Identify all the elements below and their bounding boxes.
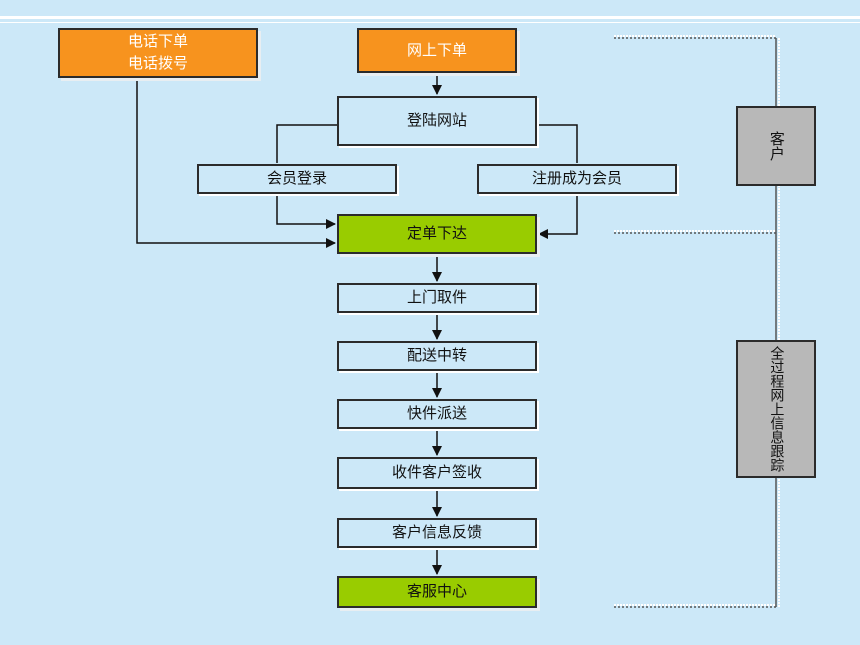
arrow-phone-to-order <box>136 77 336 248</box>
member-login-label: 会员登录 <box>266 169 327 188</box>
order-issued-box: 定单下达 <box>337 214 537 254</box>
phone-order-label-1: 电话下单 <box>127 32 188 51</box>
register-member-box: 注册成为会员 <box>477 164 677 194</box>
line-login-to-member <box>276 124 337 163</box>
tracking-side-label: 全过程网上信息跟踪 <box>768 346 785 472</box>
delivery-label: 快件派送 <box>406 404 467 423</box>
transfer-box: 配送中转 <box>337 341 537 371</box>
service-center-label: 客服中心 <box>406 582 467 601</box>
sign-box: 收件客户签收 <box>337 457 537 489</box>
service-center-box: 客服中心 <box>337 576 537 608</box>
phone-order-label-2: 电话拨号 <box>127 54 188 72</box>
transfer-label: 配送中转 <box>406 346 467 365</box>
customer-side-box: 客户 <box>736 106 816 186</box>
line-login-to-register <box>537 124 578 163</box>
feedback-box: 客户信息反馈 <box>337 518 537 548</box>
delivery-box: 快件派送 <box>337 399 537 429</box>
phone-order-box: 电话下单 电话拨号 <box>58 28 258 78</box>
member-login-box: 会员登录 <box>197 164 397 194</box>
online-order-label: 网上下单 <box>406 40 467 59</box>
customer-side-label: 客户 <box>767 131 786 161</box>
order-issued-label: 定单下达 <box>406 224 467 243</box>
sign-label: 收件客户签收 <box>391 463 482 482</box>
register-member-label: 注册成为会员 <box>531 169 622 188</box>
login-site-label: 登陆网站 <box>406 111 467 130</box>
arrow-register-to-order <box>538 194 578 239</box>
tracking-side-box: 全过程网上信息跟踪 <box>736 340 816 478</box>
login-site-box: 登陆网站 <box>337 96 537 146</box>
arrow-member-to-order <box>276 194 336 229</box>
header-rule-thin <box>0 22 860 23</box>
header-rule <box>0 16 860 19</box>
pickup-label: 上门取件 <box>406 288 467 307</box>
online-order-box: 网上下单 <box>357 28 517 73</box>
pickup-box: 上门取件 <box>337 283 537 313</box>
feedback-label: 客户信息反馈 <box>391 523 482 542</box>
